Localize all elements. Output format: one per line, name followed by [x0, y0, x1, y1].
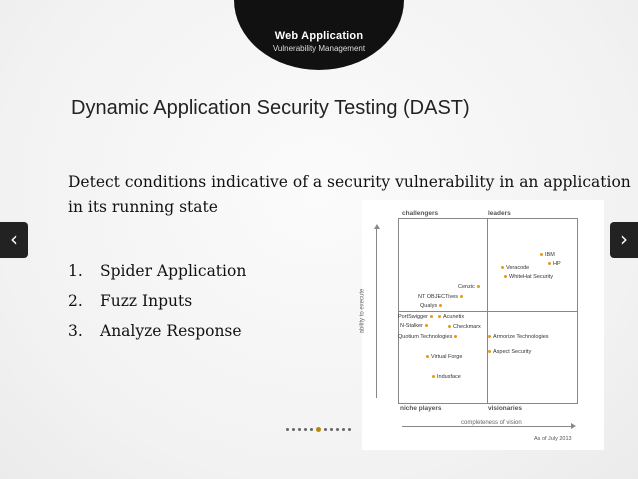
vendor-dot [460, 295, 464, 299]
vendor-point: Virtual Forge [424, 354, 462, 361]
quadrant-label-visionaries: visionaries [488, 405, 522, 412]
pager-dot[interactable] [336, 428, 339, 431]
intro-text: Detect conditions indicative of a securi… [68, 173, 631, 216]
vendor-point: Checkmarx [446, 324, 481, 331]
vendor-label: WhiteHat Security [509, 274, 554, 280]
list-item: 2. Fuzz Inputs [68, 286, 246, 316]
next-slide-button[interactable]: › [610, 222, 638, 258]
vendor-dot [504, 275, 507, 279]
pager-dot[interactable] [304, 428, 307, 431]
y-axis-arrow [374, 224, 380, 398]
magic-quadrant-figure: challengers leaders niche players vision… [359, 200, 604, 450]
vendor-dot [424, 324, 428, 328]
y-axis-label: ability to execute [359, 288, 366, 334]
step-label: Analyze Response [100, 322, 242, 340]
header-subtitle: Vulnerability Management [272, 44, 366, 53]
vendor-label: Cenzic [458, 284, 475, 290]
pager-dot[interactable] [292, 428, 295, 431]
vendor-dot [432, 375, 435, 379]
vendor-point: Quotium Technologies [398, 334, 459, 341]
vendor-point: Aspect Security [486, 349, 531, 356]
pager-dot-active[interactable] [316, 427, 321, 432]
step-label: Spider Application [100, 262, 247, 280]
vendor-point: Veracode [499, 265, 529, 272]
vendor-dot [439, 304, 443, 308]
step-number: 3. [68, 322, 83, 340]
vendor-point: N-Stalker [400, 323, 430, 330]
header-tab: Web Application Vulnerability Management [234, 0, 404, 70]
vendor-label: NT OBJECTives [418, 294, 459, 300]
vendor-dot [429, 315, 433, 319]
vendor-label: Qualys [420, 303, 438, 309]
vendor-label: Aspect Security [493, 349, 532, 355]
slide-title: Dynamic Application Security Testing (DA… [71, 97, 470, 119]
pager-dot[interactable] [286, 428, 289, 431]
date-label: As of July 2013 [534, 436, 572, 442]
previous-slide-button[interactable]: ‹ [0, 222, 28, 258]
x-axis-arrow [402, 423, 576, 429]
quadrant-label-leaders: leaders [488, 210, 511, 217]
vendor-point: Indusface [430, 374, 461, 381]
vendor-point: NT OBJECTives [418, 294, 465, 301]
pager-dot[interactable] [348, 428, 351, 431]
vendor-label: Virtual Forge [431, 354, 463, 360]
vendor-dot [448, 325, 451, 329]
vendor-label: N-Stalker [400, 323, 423, 329]
pager-dot[interactable] [310, 428, 313, 431]
vendor-point: Qualys [420, 303, 444, 310]
header-title: Web Application [274, 30, 364, 42]
vendor-dot [438, 315, 441, 319]
pager-dot[interactable] [330, 428, 333, 431]
step-label: Fuzz Inputs [100, 292, 193, 310]
vendor-point: WhiteHat Security [502, 274, 553, 281]
vendor-dot [426, 355, 429, 359]
step-number: 2. [68, 292, 83, 310]
vendor-label: Veracode [506, 265, 530, 271]
vendor-label: Checkmarx [453, 324, 481, 330]
vendor-label: Quotium Technologies [398, 334, 453, 340]
chevron-right-icon: › [620, 227, 628, 251]
quadrant-label-niche-players: niche players [400, 405, 442, 412]
vendor-point: HP [546, 261, 561, 268]
vendor-label: PortSwigger [398, 314, 428, 320]
list-item: 3. Analyze Response [68, 316, 246, 346]
vendor-label: Armorize Technologies [493, 334, 549, 340]
vendor-dot [488, 335, 491, 339]
vendor-dot [488, 350, 491, 354]
chevron-left-icon: ‹ [10, 227, 18, 251]
vendor-label: IBM [545, 252, 555, 258]
vendor-dot [540, 253, 543, 257]
vendor-dot [501, 266, 504, 270]
x-axis-label: completeness of vision [458, 420, 525, 426]
vendor-point: Armorize Technologies [486, 334, 549, 341]
list-item: 1. Spider Application [68, 256, 246, 286]
steps-list: 1. Spider Application 2. Fuzz Inputs 3. Ana… [68, 256, 246, 346]
quadrant-label-challengers: challengers [402, 210, 439, 217]
pager-dot[interactable] [298, 428, 301, 431]
vendor-label: Indusface [437, 374, 461, 380]
quadrant-divider-horizontal [399, 311, 577, 312]
step-number: 1. [68, 262, 83, 280]
quadrant-grid [398, 218, 578, 404]
vendor-label: Acunetix [443, 314, 465, 320]
vendor-point: IBM [538, 252, 555, 259]
vendor-point: PortSwigger [398, 314, 435, 321]
pager-dot[interactable] [324, 428, 327, 431]
vendor-dot [476, 285, 480, 289]
pager-dot[interactable] [342, 428, 345, 431]
slide-pager [286, 427, 351, 432]
vendor-label: HP [553, 261, 561, 267]
vendor-dot [548, 262, 551, 266]
vendor-point: Acunetix [436, 314, 464, 321]
vendor-point: Cenzic [458, 284, 482, 291]
vendor-dot [454, 335, 458, 339]
